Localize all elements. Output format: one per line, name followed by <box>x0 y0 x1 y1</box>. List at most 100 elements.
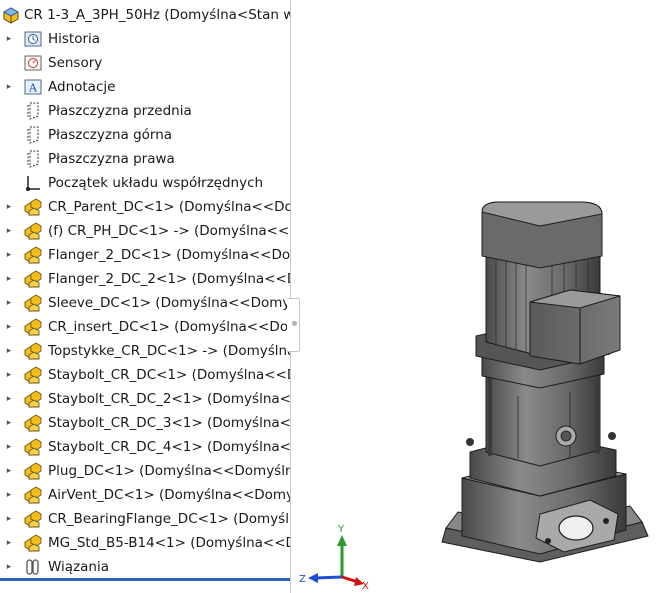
sensor-icon <box>23 54 43 72</box>
tree-item-label: Staybolt_CR_DC_4<1> (Domyślna<<Domyślna>… <box>48 439 290 455</box>
tree-item-label: Historia <box>48 31 101 47</box>
subassembly-icon <box>23 246 43 264</box>
tree-item[interactable]: ▸ CR_Parent_DC<1> (Domyślna<<Domyślna>_St… <box>0 195 290 219</box>
subassembly-icon <box>23 198 43 216</box>
tree-item[interactable]: Początek układu współrzędnych <box>0 171 290 195</box>
expand-arrow-icon[interactable]: ▸ <box>6 466 12 476</box>
expand-arrow-icon[interactable]: ▸ <box>6 322 12 332</box>
subassembly-icon <box>23 342 43 360</box>
triad-z-axis <box>315 575 343 580</box>
tree-item[interactable]: ▸ CR_BearingFlange_DC<1> (Domyślna<<Domyś… <box>0 507 290 531</box>
expand-arrow-icon[interactable]: ▸ <box>6 34 12 44</box>
assembly-icon <box>2 6 20 24</box>
expand-arrow-icon[interactable]: ▸ <box>6 298 12 308</box>
expand-arrow-icon[interactable]: ▸ <box>6 562 12 572</box>
expand-arrow-icon[interactable]: ▸ <box>6 202 12 212</box>
expand-arrow-icon[interactable]: ▸ <box>6 250 12 260</box>
plane-icon <box>23 126 43 144</box>
tree-item-label: Topstykke_CR_DC<1> -> (Domyślna<<Domyśln… <box>48 343 290 359</box>
tree-item-label: AirVent_DC<1> (Domyślna<<Domyślna>_Stan … <box>48 487 290 503</box>
tree-item[interactable]: ▸ Sleeve_DC<1> (Domyślna<<Domyślna>_Stan … <box>0 291 290 315</box>
expand-arrow-icon[interactable]: ▸ <box>6 82 12 92</box>
origin-icon <box>23 174 43 192</box>
tree-item[interactable]: ▸ Historia <box>0 27 290 51</box>
tree-root-label: CR 1-3_A_3PH_50Hz (Domyślna<Stan wyświet… <box>24 7 290 23</box>
triad-z-arrow <box>308 573 318 583</box>
subassembly-icon <box>23 414 43 432</box>
expand-arrow-icon[interactable]: ▸ <box>6 370 12 380</box>
expand-arrow-icon[interactable]: ▸ <box>6 274 12 284</box>
tree-item-label: Płaszczyzna prawa <box>48 151 175 167</box>
tree-item-label: CR_insert_DC<1> (Domyślna<<Domyślna>_Sta… <box>48 319 290 335</box>
subassembly-icon <box>23 510 43 528</box>
tree-item[interactable]: ▸Flanger_2_DC<1> (Domyślna<<Domyślna>_St… <box>0 243 290 267</box>
expand-arrow-icon[interactable]: ▸ <box>6 538 12 548</box>
tree-item[interactable]: Płaszczyzna prawa <box>0 147 290 171</box>
expand-arrow-icon[interactable]: ▸ <box>6 418 12 428</box>
tree-item-label: Staybolt_CR_DC_2<1> (Domyślna<<Domyślna>… <box>48 391 290 407</box>
view-orientation-triad: Y Z X <box>299 524 369 592</box>
expand-arrow-icon[interactable]: ▸ <box>6 442 12 452</box>
tree-item[interactable]: ▸ Staybolt_CR_DC_2<1> (Domyślna<<Domyślna… <box>0 387 290 411</box>
selection-highlight-bar <box>0 578 290 581</box>
tree-item[interactable]: ▸ (f) CR_PH_DC<1> -> (Domyślna<<Domyślna>… <box>0 219 290 243</box>
tree-item-label: Sleeve_DC<1> (Domyślna<<Domyślna>_Stan w… <box>48 295 290 311</box>
subassembly-icon <box>23 366 43 384</box>
subassembly-icon <box>23 270 43 288</box>
tree-item[interactable]: Płaszczyzna przednia <box>0 99 290 123</box>
subassembly-icon <box>23 294 43 312</box>
subassembly-icon <box>23 462 43 480</box>
tree-item[interactable]: ▸ Staybolt_CR_DC<1> (Domyślna<<Domyślna>_… <box>0 363 290 387</box>
triad-y-arrow <box>337 535 347 546</box>
tree-item-label: Początek układu współrzędnych <box>48 175 264 191</box>
tree-item[interactable]: ▸ Staybolt_CR_DC_4<1> (Domyślna<<Domyślna… <box>0 435 290 459</box>
tree-item[interactable]: ▸ Flanger_2_DC_2<1> (Domyślna<<Domyślna>_… <box>0 267 290 291</box>
tree-item-label: Plug_DC<1> (Domyślna<<Domyślna>_Stan wyś… <box>48 463 290 479</box>
tree-item-label: Staybolt_CR_DC<1> (Domyślna<<Domyślna>_S… <box>48 367 290 383</box>
subassembly-icon <box>23 390 43 408</box>
pump-3d-model[interactable] <box>430 196 655 568</box>
tree-item[interactable]: ▸ AirVent_DC<1> (Domyślna<<Domyślna>_Stan… <box>0 483 290 507</box>
tree-item-label: Adnotacje <box>48 79 116 95</box>
panel-border <box>290 0 291 593</box>
triad-z-label: Z <box>299 574 306 585</box>
plane-icon <box>23 102 43 120</box>
tree-item[interactable]: ▸ Topstykke_CR_DC<1> -> (Domyślna<<Domyśl… <box>0 339 290 363</box>
expand-arrow-icon[interactable]: ▸ <box>6 394 12 404</box>
annotation-icon: A <box>23 78 43 96</box>
tree-item[interactable]: ▸ CR_insert_DC<1> (Domyślna<<Domyślna>_St… <box>0 315 290 339</box>
mates-icon <box>23 558 43 576</box>
tree-item-label: Sensory <box>48 55 103 71</box>
triad-y-label: Y <box>337 524 345 535</box>
subassembly-icon <box>23 486 43 504</box>
tree-item-label: (f) CR_PH_DC<1> -> (Domyślna<<Domyślna>_… <box>48 223 290 239</box>
tree-item-label: MG_Std_B5-B14<1> (Domyślna<<Domyślna>_St… <box>48 535 290 551</box>
tree-item-label: Płaszczyzna przednia <box>48 103 192 119</box>
tree-item[interactable]: ▸ A Adnotacje <box>0 75 290 99</box>
tree-item[interactable]: ▸ Staybolt_CR_DC_3<1> (Domyślna<<Domyślna… <box>0 411 290 435</box>
expand-arrow-icon[interactable]: ▸ <box>6 346 12 356</box>
splitter-grip-dot[interactable] <box>292 321 297 326</box>
expand-arrow-icon[interactable]: ▸ <box>6 514 12 524</box>
tree-item[interactable]: ▸ MG_Std_B5-B14<1> (Domyślna<<Domyślna>_S… <box>0 531 290 555</box>
svg-text:A: A <box>28 82 38 95</box>
tree-item[interactable]: ▸Wiązania <box>0 555 290 579</box>
expand-arrow-icon[interactable]: ▸ <box>6 226 12 236</box>
tree-item[interactable]: Sensory <box>0 51 290 75</box>
expand-arrow-icon[interactable]: ▸ <box>6 490 12 500</box>
tree-item-label: CR_BearingFlange_DC<1> (Domyślna<<Domyśl… <box>48 511 290 527</box>
subassembly-icon <box>23 534 43 552</box>
triad-x-arrow <box>354 577 364 586</box>
tree-item[interactable]: Płaszczyzna górna <box>0 123 290 147</box>
tree-root-assembly[interactable]: CR 1-3_A_3PH_50Hz (Domyślna<Stan wyświet… <box>0 4 290 26</box>
plane-icon <box>23 150 43 168</box>
tree-item-label: Płaszczyzna górna <box>48 127 173 143</box>
history-icon <box>23 30 43 48</box>
triad-x-label: X <box>362 581 369 592</box>
tree-item-label: Staybolt_CR_DC_3<1> (Domyślna<<Domyślna>… <box>48 415 290 431</box>
tree-item-label: Flanger_2_DC_2<1> (Domyślna<<Domyślna>_S… <box>48 271 290 287</box>
tree-item[interactable]: ▸ Plug_DC<1> (Domyślna<<Domyślna>_Stan wy… <box>0 459 290 483</box>
tree-item-label: CR_Parent_DC<1> (Domyślna<<Domyślna>_Sta… <box>48 199 290 215</box>
subassembly-icon <box>23 222 43 240</box>
subassembly-icon <box>23 318 43 336</box>
